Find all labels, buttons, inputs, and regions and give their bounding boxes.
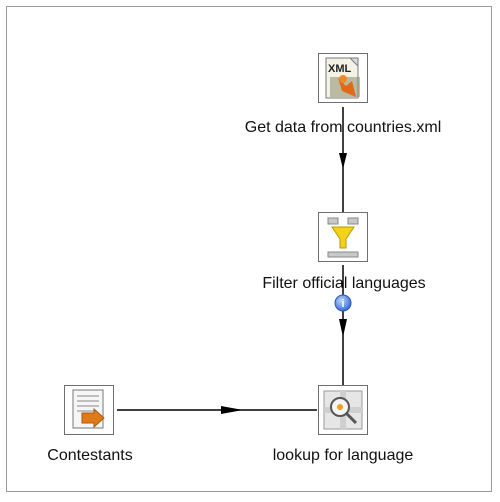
hop-arrow-icon: [339, 319, 347, 337]
filter-funnel-icon: [318, 212, 368, 262]
step-lookup[interactable]: [318, 385, 368, 435]
step-contestants[interactable]: [64, 385, 114, 435]
hop-arrow-icon: [339, 153, 347, 169]
svg-text:i: i: [341, 298, 344, 310]
hops-layer: [117, 107, 347, 414]
info-icon[interactable]: i: [334, 294, 352, 312]
step-label: Get data from countries.xml: [244, 119, 442, 136]
hop-arrow-icon: [221, 406, 243, 414]
step-label: Filter official languages: [262, 275, 426, 292]
step-get-data[interactable]: XML: [318, 53, 368, 103]
step-filter[interactable]: [318, 212, 368, 262]
text-file-input-icon: [64, 385, 114, 435]
stream-lookup-icon: [318, 385, 368, 435]
step-label: lookup for language: [272, 447, 414, 464]
svg-text:XML: XML: [328, 63, 352, 75]
transformation-canvas[interactable]: XML Get data from countries.xml Filter o…: [6, 6, 492, 492]
step-label: Contestants: [47, 447, 133, 464]
xml-input-icon: XML: [318, 53, 368, 103]
